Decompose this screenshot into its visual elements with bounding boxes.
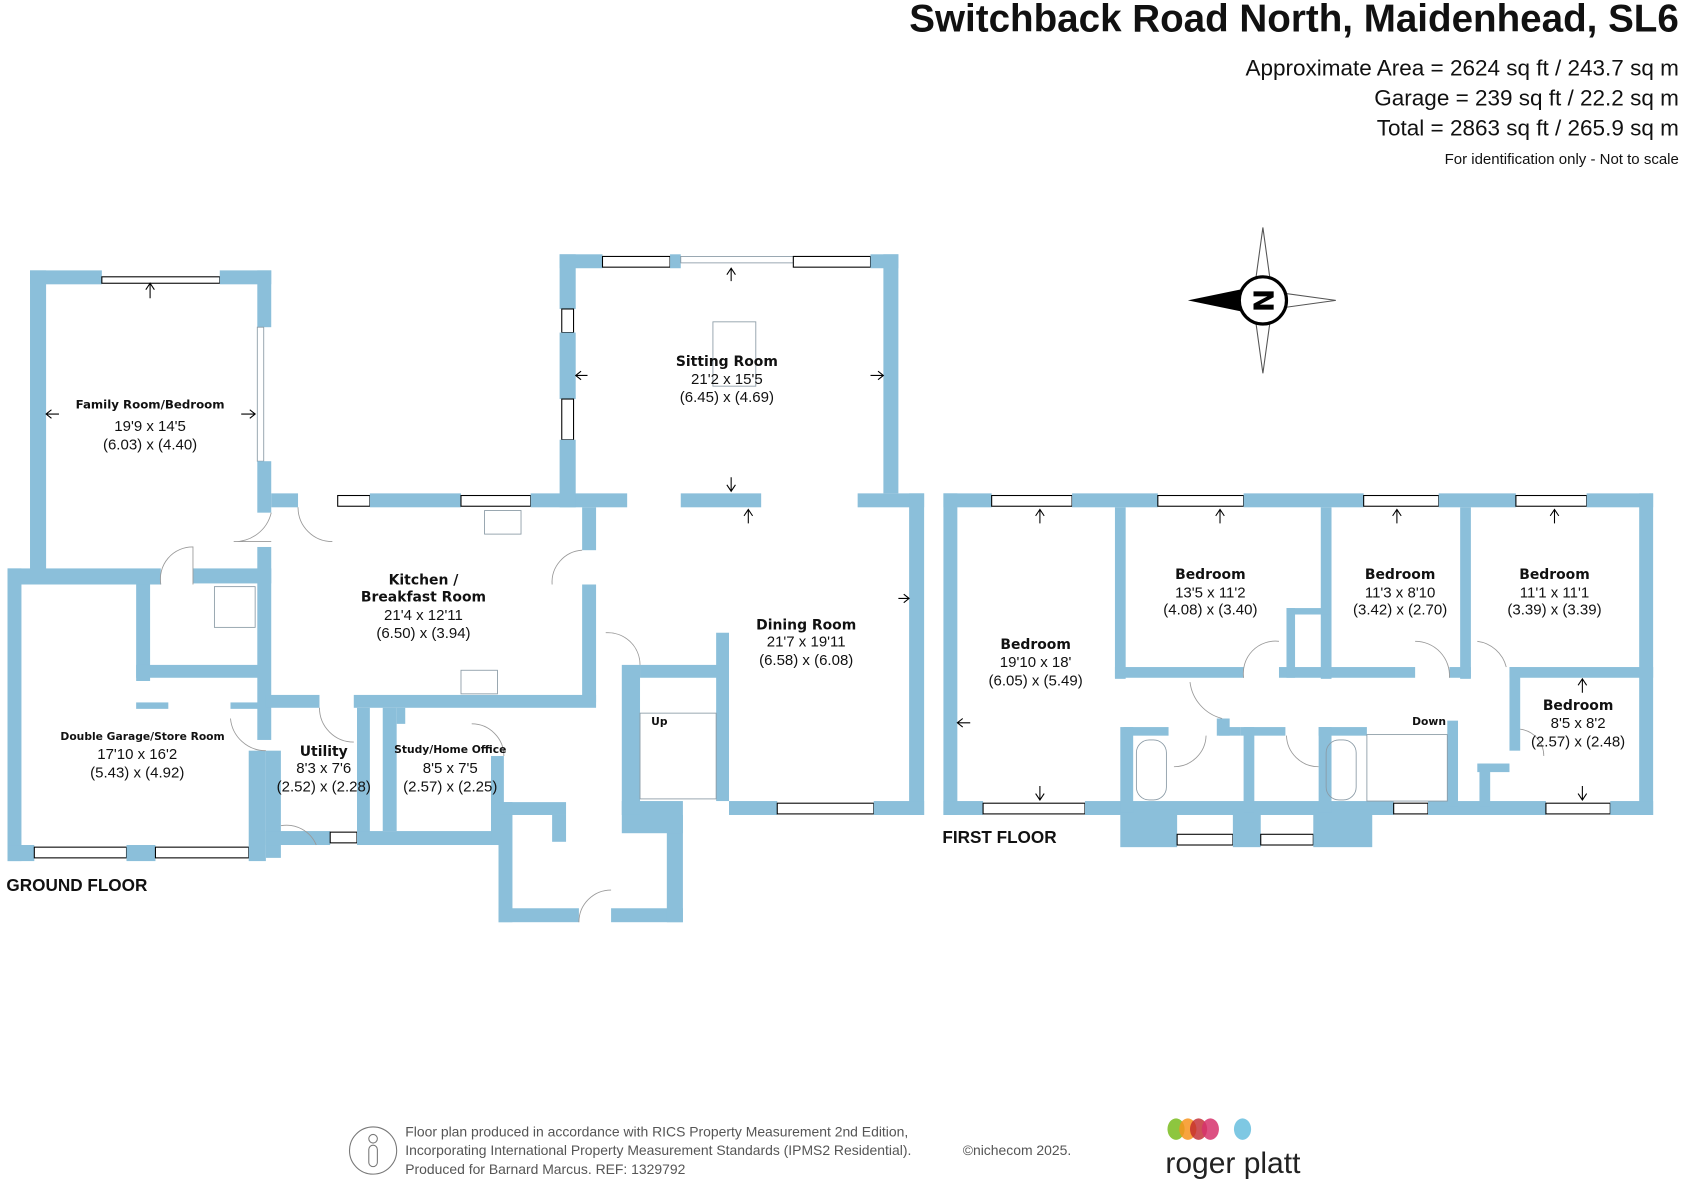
svg-text:Double Garage/Store Room: Double Garage/Store Room (60, 730, 224, 743)
svg-text:(3.42) x (2.70): (3.42) x (2.70) (1353, 602, 1447, 619)
svg-text:(6.03) x (4.40): (6.03) x (4.40) (103, 436, 197, 453)
svg-text:Bedroom: Bedroom (1543, 698, 1614, 714)
svg-text:21'4 x 12'11: 21'4 x 12'11 (384, 607, 463, 624)
dimension-arrows (45, 267, 1588, 801)
svg-text:8'3 x 7'6: 8'3 x 7'6 (296, 760, 351, 777)
svg-text:N: N (1248, 289, 1281, 312)
footer: Floor plan produced in accordance with R… (348, 1118, 1301, 1180)
footer-copyright: ©nichecom 2025. (963, 1142, 1072, 1158)
svg-text:(6.50) x (3.94): (6.50) x (3.94) (376, 625, 470, 642)
room-bedroom-4: Bedroom 11'1 x 11'1 (3.39) x (3.39) (1507, 567, 1601, 618)
ground-floor-label: GROUND FLOOR (6, 875, 148, 895)
room-sitting-room: Sitting Room 21'2 x 15'5 (6.45) x (4.69) (676, 354, 778, 406)
svg-text:8'5 x 8'2: 8'5 x 8'2 (1551, 715, 1606, 732)
nichecom-person-icon (348, 1126, 398, 1175)
svg-text:Bedroom: Bedroom (1519, 567, 1590, 583)
svg-text:Kitchen /: Kitchen / (389, 572, 460, 588)
room-utility: Utility 8'3 x 7'6 (2.52) x (2.28) (277, 744, 371, 795)
svg-text:(3.39) x (3.39): (3.39) x (3.39) (1507, 602, 1601, 619)
room-double-garage: Double Garage/Store Room 17'10 x 16'2 (5… (60, 730, 224, 782)
stairs-down-label: Down (1412, 715, 1446, 728)
svg-text:roger platt: roger platt (1165, 1147, 1301, 1180)
disclaimer: For identification only - Not to scale (1445, 151, 1679, 168)
svg-text:Family Room/Bedroom: Family Room/Bedroom (76, 398, 225, 412)
first-floor-room-labels: Bedroom 19'10 x 18' (6.05) x (5.49) Bedr… (942, 567, 1625, 847)
svg-text:21'7 x 19'11: 21'7 x 19'11 (767, 634, 846, 651)
room-bedroom-1: Bedroom 19'10 x 18' (6.05) x (5.49) (989, 637, 1083, 689)
svg-text:(6.05) x (5.49): (6.05) x (5.49) (989, 672, 1083, 689)
footer-line-2: Incorporating International Property Mea… (405, 1142, 911, 1158)
svg-text:(2.57) x (2.25): (2.57) x (2.25) (403, 778, 497, 795)
first-floor-walls (943, 493, 1654, 848)
room-dining-room: Dining Room 21'7 x 19'11 (6.58) x (6.08) (756, 618, 856, 669)
first-floor-label: FIRST FLOOR (942, 827, 1057, 847)
svg-text:(2.57) x (2.48): (2.57) x (2.48) (1531, 733, 1625, 750)
ground-floor-room-labels: Family Room/Bedroom 19'9 x 14'5 (6.03) x… (6, 354, 856, 895)
footer-line-1: Floor plan produced in accordance with R… (405, 1124, 908, 1140)
total-area: Total = 2863 sq ft / 265.9 sq m (1377, 115, 1679, 140)
page-title: Switchback Road North, Maidenhead, SL6 (909, 0, 1679, 40)
first-floor-doors (1173, 640, 1545, 768)
svg-text:13'5 x 11'2: 13'5 x 11'2 (1175, 584, 1246, 601)
room-bedroom-5: Bedroom 8'5 x 8'2 (2.57) x (2.48) (1531, 698, 1625, 750)
svg-text:21'2 x 15'5: 21'2 x 15'5 (691, 371, 763, 388)
svg-text:(4.08) x (3.40): (4.08) x (3.40) (1163, 602, 1257, 619)
svg-text:Sitting Room: Sitting Room (676, 354, 778, 370)
garage-area: Garage = 239 sq ft / 22.2 sq m (1374, 85, 1679, 110)
svg-text:Breakfast Room: Breakfast Room (361, 590, 486, 606)
roger-platt-logo: roger platt (1165, 1118, 1301, 1180)
room-bedroom-3: Bedroom 11'3 x 8'10 (3.42) x (2.70) (1353, 567, 1447, 618)
room-family-room: Family Room/Bedroom 19'9 x 14'5 (6.03) x… (76, 398, 225, 454)
room-kitchen: Kitchen / Breakfast Room 21'4 x 12'11 (6… (361, 572, 486, 642)
svg-text:(2.52) x (2.28): (2.52) x (2.28) (277, 778, 371, 795)
svg-text:Bedroom: Bedroom (1000, 637, 1071, 653)
svg-text:19'9 x 14'5: 19'9 x 14'5 (114, 418, 186, 435)
svg-text:19'10 x 18': 19'10 x 18' (1000, 654, 1072, 671)
svg-text:11'1 x 11'1: 11'1 x 11'1 (1520, 584, 1589, 601)
svg-text:Dining Room: Dining Room (756, 618, 856, 634)
ground-floor-walls (7, 254, 925, 923)
compass-icon: N (1187, 227, 1336, 374)
svg-text:(6.58) x (6.08): (6.58) x (6.08) (759, 652, 853, 669)
svg-text:8'5 x 7'5: 8'5 x 7'5 (423, 760, 478, 777)
svg-text:Study/Home Office: Study/Home Office (394, 743, 506, 756)
ground-floor-doors (159, 507, 641, 923)
svg-text:(5.43) x (4.92): (5.43) x (4.92) (90, 764, 184, 781)
room-bedroom-2: Bedroom 13'5 x 11'2 (4.08) x (3.40) (1163, 567, 1257, 618)
svg-text:11'3 x 8'10: 11'3 x 8'10 (1365, 584, 1436, 601)
approximate-area: Approximate Area = 2624 sq ft / 243.7 sq… (1245, 55, 1678, 80)
svg-text:17'10 x 16'2: 17'10 x 16'2 (97, 746, 177, 763)
footer-line-3: Produced for Barnard Marcus. REF: 132979… (405, 1161, 685, 1177)
svg-text:Bedroom: Bedroom (1365, 567, 1436, 583)
svg-text:Bedroom: Bedroom (1175, 567, 1246, 583)
room-study: Study/Home Office 8'5 x 7'5 (2.57) x (2.… (394, 743, 506, 796)
stairs-up-label: Up (651, 715, 668, 728)
svg-text:Utility: Utility (300, 744, 348, 760)
svg-text:(6.45) x (4.69): (6.45) x (4.69) (680, 389, 774, 406)
